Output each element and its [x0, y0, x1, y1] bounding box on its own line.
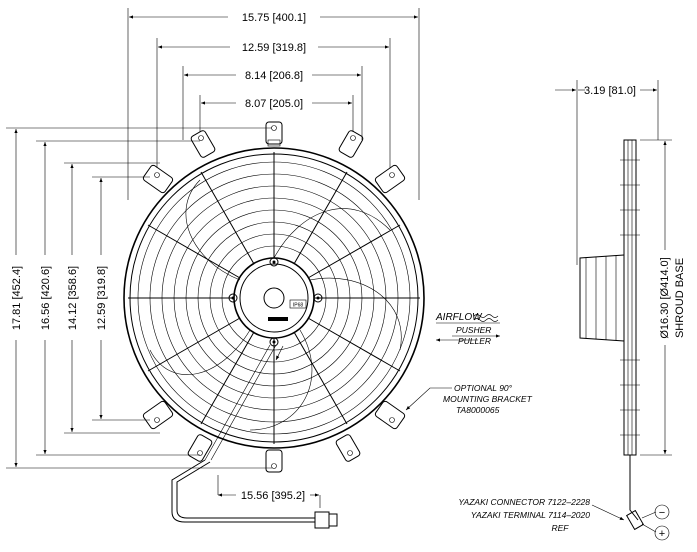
shroud-outer: [123, 147, 425, 449]
harness-connector: [314, 511, 330, 529]
dim-mount-width-mid: 8.14 [206.8]: [245, 70, 303, 82]
bracket-note: OPTIONAL 90° MOUNTING BRACKET TA8000065: [405, 383, 533, 415]
mounting-tab-upper-left: [190, 130, 216, 158]
mounting-tab-lower-left: [142, 400, 213, 462]
wire-lead: 15.56 [395.2]: [171, 459, 338, 529]
dim-depth: 3.19 [81.0]: [584, 85, 636, 97]
airflow-legend: AIRFLOW PUSHER PULLER: [435, 312, 500, 346]
mounting-tab-lower-right: [335, 400, 406, 462]
dim-mount-height-inner: 12.59 [319.8]: [96, 266, 108, 330]
bracket-note-line1: OPTIONAL 90°: [454, 383, 513, 393]
hub-label: IP68: [293, 303, 304, 309]
dim-mount-width-inner: 8.07 [205.0]: [245, 98, 303, 110]
mounting-tab-bottom: [265, 449, 283, 473]
side-ribs: [620, 159, 640, 436]
shroud-base-label: SHROUD BASE: [674, 258, 686, 338]
dim-shroud-diameter: Ø16.30 [Ø414.0]: [659, 257, 671, 338]
fan-blades: [149, 179, 402, 431]
dim-overall-width: 15.75 [400.1]: [242, 12, 306, 24]
bracket-note-line2: MOUNTING BRACKET: [443, 394, 533, 404]
airflow-wave-icon: [473, 314, 499, 322]
side-motor: [579, 254, 625, 342]
connector-note-line2: YAZAKI TERMINAL 7114–2020: [471, 510, 590, 520]
guard-spokes: [128, 152, 420, 444]
fan-front-view: IP68: [123, 121, 425, 473]
mounting-tab-top: [265, 121, 283, 147]
positive-symbol: +: [659, 528, 665, 540]
positive-terminal-icon: [654, 525, 670, 541]
rotation-arrow: [275, 345, 284, 361]
dim-overall-height: 17.81 [452.4]: [11, 266, 23, 330]
dim-mount-height-outer: 16.56 [420.6]: [40, 266, 52, 330]
wire-channel: [204, 344, 277, 461]
dim-wire-length: 15.56 [395.2]: [241, 490, 305, 502]
connector-note: YAZAKI CONNECTOR 7122–2228 YAZAKI TERMIN…: [458, 497, 625, 533]
negative-terminal-icon: [654, 504, 670, 520]
height-dimensions: 17.81 [452.4] 16.56 [420.6] 14.12 [358.6…: [6, 127, 272, 469]
mounting-tab-left: [142, 164, 174, 194]
negative-symbol: −: [659, 507, 665, 519]
mounting-tab-right: [374, 164, 406, 194]
bracket-note-line3: TA8000065: [456, 405, 500, 415]
dim-mount-height-mid: 14.12 [358.6]: [67, 266, 79, 330]
connector-note-line3: REF: [552, 523, 570, 533]
side-wire: [629, 455, 639, 521]
hub-bolts: [228, 257, 323, 347]
polarity-symbols: − +: [654, 504, 670, 541]
fan-side-view: 3.19 [81.0] Ø16.30 [Ø414.0]: [555, 80, 686, 533]
airflow-title: AIRFLOW: [435, 312, 483, 323]
mounting-tab-upper-right: [338, 130, 364, 158]
dim-mount-width-outer: 12.59 [319.8]: [242, 42, 306, 54]
airflow-puller: PULLER: [458, 336, 491, 346]
width-dimensions: 15.75 [400.1] 12.59 [319.8] 8.14 [206.8]…: [127, 8, 420, 200]
motor-hub: IP68: [233, 257, 315, 339]
side-connector: [625, 509, 645, 531]
airflow-pusher: PUSHER: [456, 325, 491, 335]
connector-note-line1: YAZAKI CONNECTOR 7122–2228: [458, 497, 590, 507]
